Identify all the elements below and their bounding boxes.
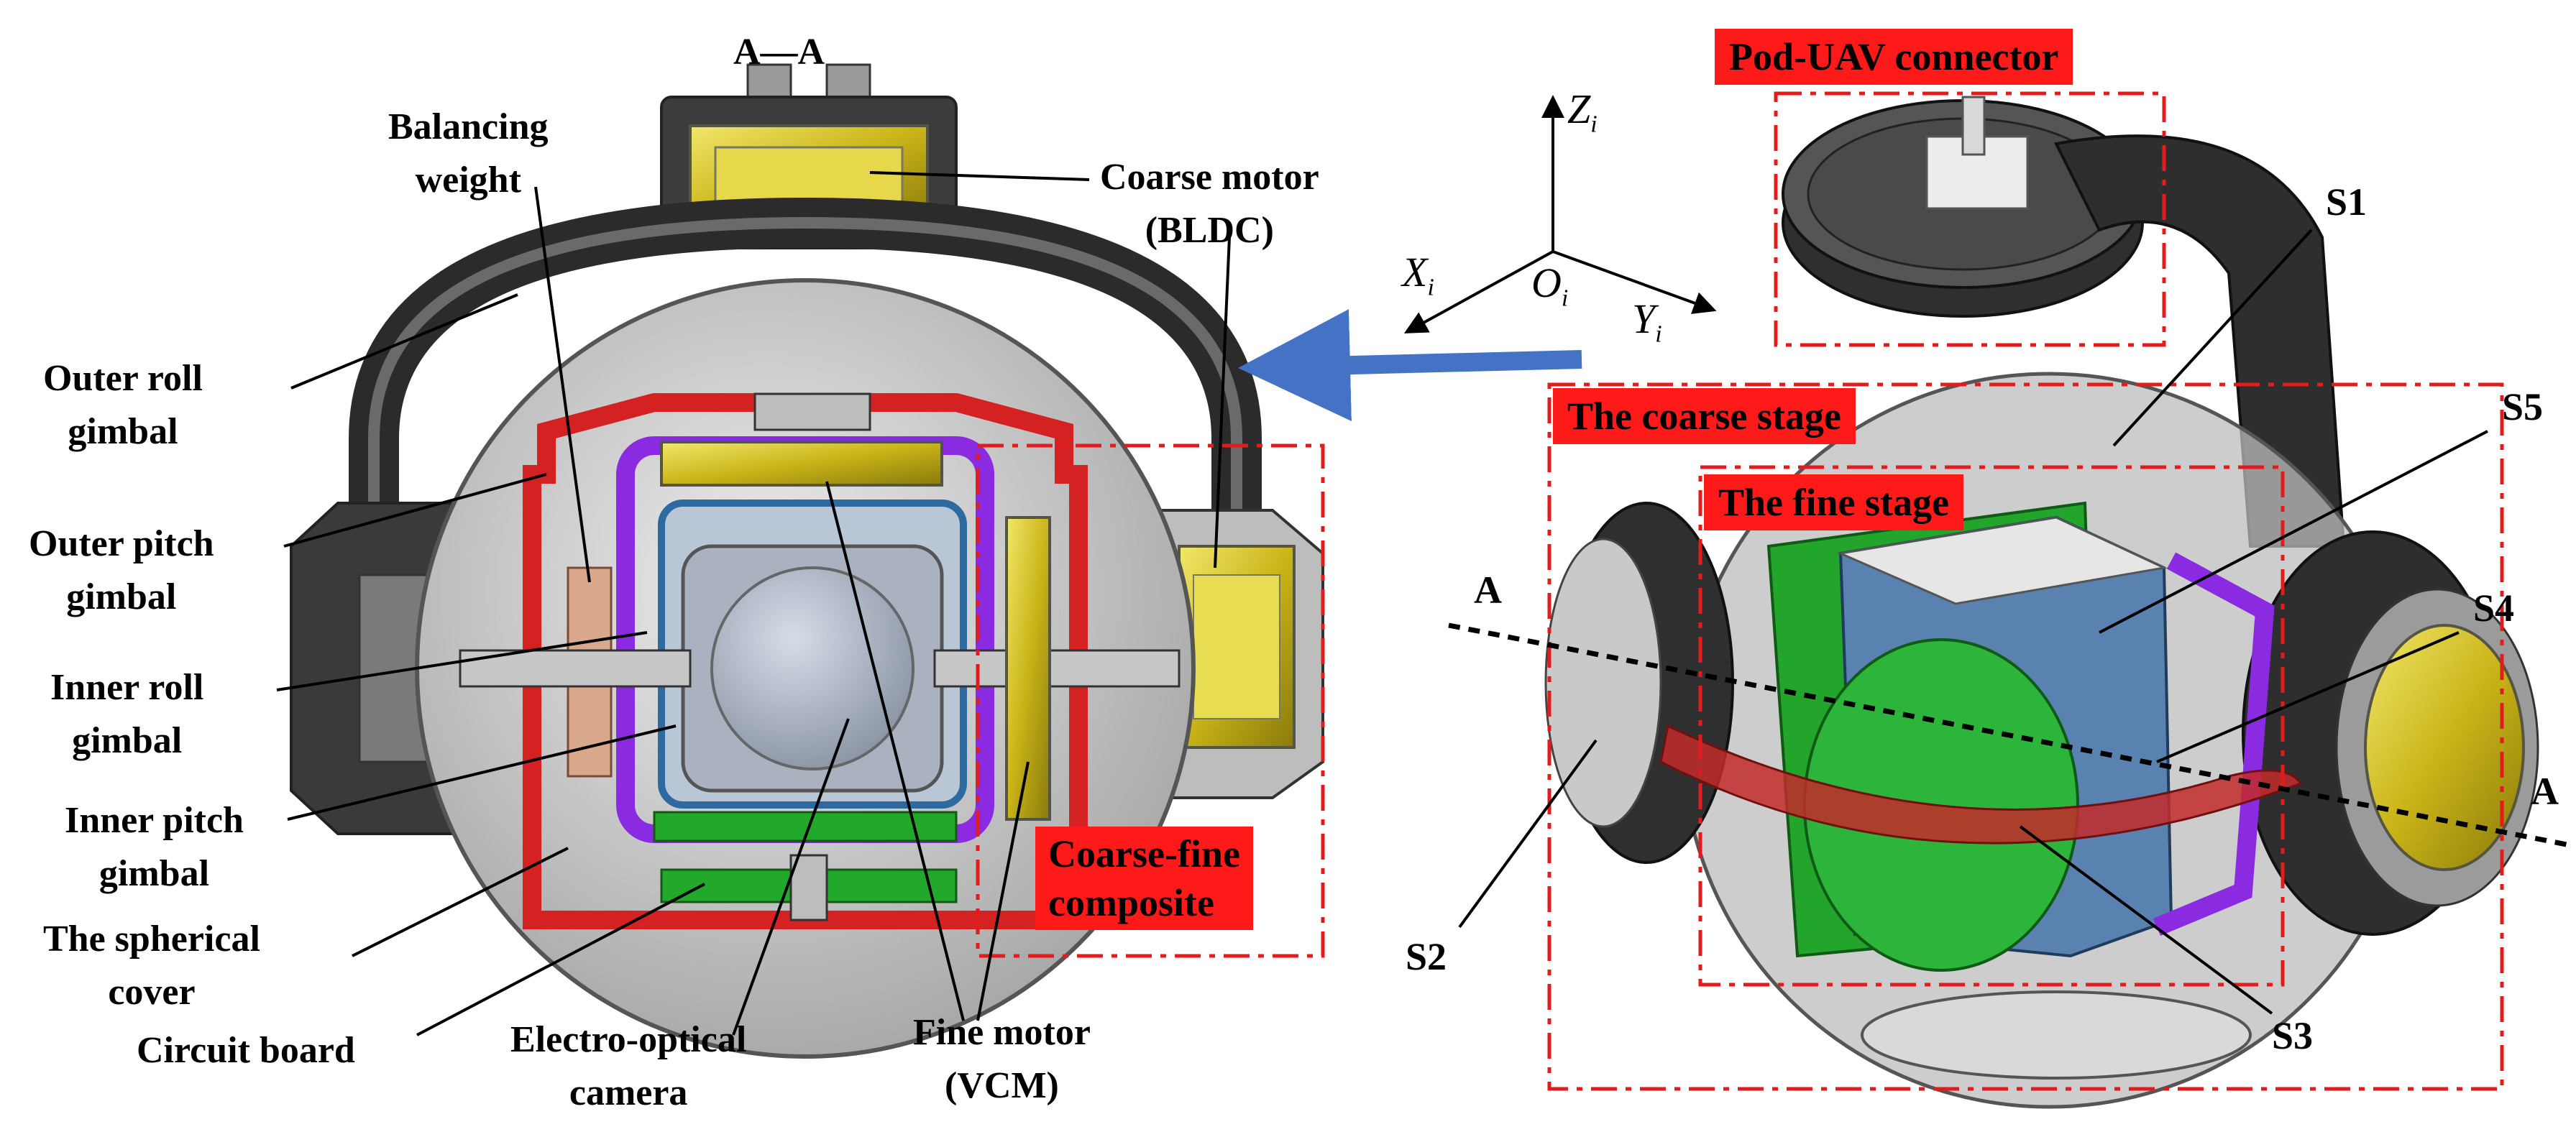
axis-origin-label: Oi (1531, 259, 1569, 312)
camera-lens (710, 566, 915, 770)
s1-label: S1 (2326, 180, 2368, 224)
s4-label: S4 (2473, 586, 2515, 630)
section-view (290, 63, 1324, 1059)
fine-stage-dash-box (1698, 465, 2285, 987)
circuit-board-label: Circuit board (137, 1030, 355, 1071)
axis-x-label: Xi (1402, 249, 1434, 301)
direction-arrow (1238, 309, 1582, 422)
composite-dash-box (976, 443, 1325, 958)
coordinate-axes (1403, 95, 1717, 333)
section-line (1448, 622, 2567, 847)
section-title: A—A (733, 32, 825, 73)
support-arm (2054, 134, 2346, 548)
fine-stage-label: The fine stage (1704, 474, 1963, 530)
s2-label: S2 (1406, 935, 1447, 978)
s3-label: S3 (2272, 1014, 2314, 1057)
axis-y-label: Yi (1632, 295, 1662, 348)
s5-label: S5 (2502, 385, 2544, 428)
section-a-right-label: A (2531, 770, 2559, 813)
axis-z-label: Zi (1567, 86, 1598, 138)
connector-label: Pod-UAV connector (1715, 29, 2073, 85)
left-leader-lines (276, 171, 1231, 1036)
section-a-left-label: A (1474, 569, 1502, 612)
right-leader-lines (1458, 229, 2488, 1015)
red-band (1659, 724, 2303, 845)
fine-motor-top (660, 441, 943, 487)
iso-view (1544, 96, 2539, 1109)
coarse-stage-dash-box (1547, 382, 2504, 1091)
coarse-stage-label: The coarse stage (1553, 388, 1856, 444)
connector-dash-box (1774, 91, 2166, 347)
fine-motor-right (1005, 516, 1051, 821)
coarse-motor-label: Coarse motor(BLDC) (1100, 157, 1319, 251)
fine-motor-label: Fine motor(VCM) (913, 1012, 1091, 1106)
